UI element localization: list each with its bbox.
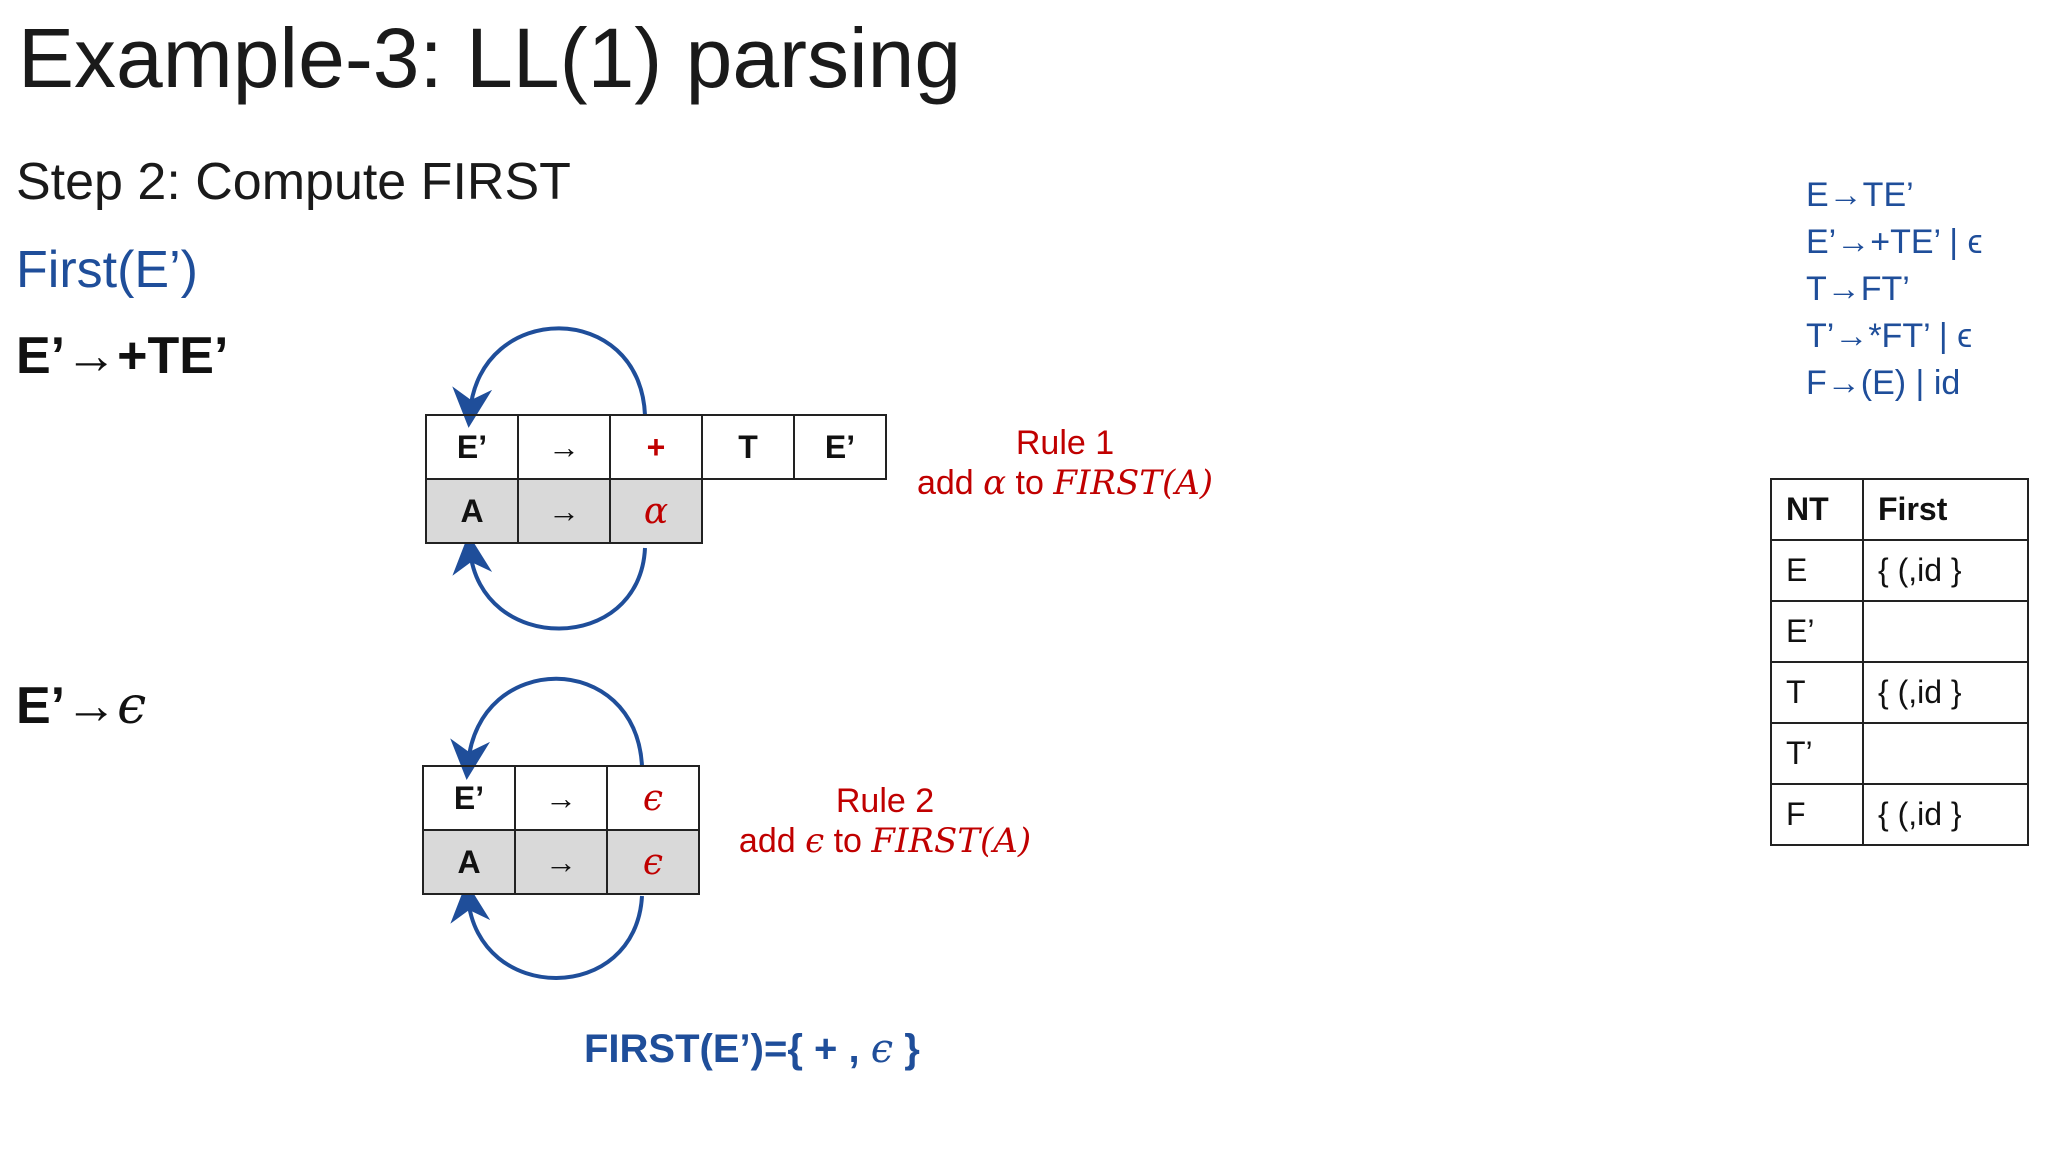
- diagram-1-top-row: E’ → + T E’: [425, 414, 887, 480]
- d2-top-cell-2: →: [514, 765, 608, 831]
- production-1-arrow: →: [65, 327, 118, 385]
- table-row: F { (,id }: [1770, 783, 2029, 846]
- d1-top-cell-2: →: [517, 414, 611, 480]
- d2-top-cell-3: ϵ: [606, 765, 700, 831]
- table-cell-first: { (,id }: [1862, 661, 2029, 724]
- d2-top-cell-1: E’: [422, 765, 516, 831]
- table-cell-first: { (,id }: [1862, 783, 2029, 846]
- rule-1-title: Rule 1: [1015, 424, 1115, 462]
- production-1: E’→+TE’: [16, 326, 228, 386]
- table-row: T’: [1770, 722, 2029, 785]
- production-2-rhs: ϵ: [117, 676, 147, 736]
- production-2-arrow: →: [65, 677, 118, 735]
- table-cell-nt: E’: [1770, 600, 1864, 663]
- table-cell-nt: T: [1770, 661, 1864, 724]
- loop-arrow-1-bottom: [452, 534, 647, 631]
- first-table: NT First E { (,id } E’ T { (,id } T’ F {…: [1770, 478, 2029, 846]
- d2-bottom-cell-1: A: [422, 829, 516, 895]
- rule-2-caption: Rule 2 add ϵ to FIRST(A): [725, 782, 1045, 861]
- table-header-row: NT First: [1770, 478, 2029, 541]
- table-cell-nt: F: [1770, 783, 1864, 846]
- d1-top-cell-3: +: [609, 414, 703, 480]
- first-heading: First(E’): [16, 241, 198, 299]
- grammar-line-4: T’→*FT’ | ϵ: [1806, 317, 1973, 355]
- d1-top-cell-4: T: [701, 414, 795, 480]
- d2-bottom-cell-2: →: [514, 829, 608, 895]
- table-row: E’: [1770, 600, 2029, 663]
- loop-arrow-1-top: [452, 326, 647, 428]
- production-1-lhs: E’: [16, 327, 66, 385]
- table-cell-nt: T’: [1770, 722, 1864, 785]
- d1-top-cell-1: E’: [425, 414, 519, 480]
- d1-bottom-cell-3: α: [609, 478, 703, 544]
- grammar-rules: E→TE’ E’→+TE’ | ϵ T→FT’ T’→*FT’ | ϵ F→(E…: [1806, 172, 1983, 407]
- rule-2-text: add ϵ to FIRST(A): [738, 821, 1032, 861]
- first-result-prefix: FIRST(E’)={ + ,: [584, 1027, 860, 1071]
- diagram-2-bottom-row: A → ϵ: [422, 829, 700, 895]
- table-header-first: First: [1862, 478, 2029, 541]
- slide-title: Example-3: LL(1) parsing: [18, 11, 962, 105]
- table-row: E { (,id }: [1770, 539, 2029, 602]
- first-result-eps: ϵ: [870, 1026, 894, 1072]
- d2-bottom-cell-3: ϵ: [606, 829, 700, 895]
- production-1-rhs: +TE’: [117, 327, 229, 385]
- rule-1-caption: Rule 1 add α to FIRST(A): [905, 424, 1225, 503]
- table-row: T { (,id }: [1770, 661, 2029, 724]
- diagram-2-top-row: E’ → ϵ: [422, 765, 700, 831]
- grammar-line-3: T→FT’: [1806, 270, 1910, 308]
- diagram-1-bottom-row: A → α: [425, 478, 703, 544]
- grammar-line-2: E’→+TE’ | ϵ: [1806, 223, 1983, 261]
- rule-1-text: add α to FIRST(A): [916, 463, 1214, 503]
- grammar-line-1: E→TE’: [1806, 176, 1914, 214]
- production-2: E’→ϵ: [16, 676, 146, 736]
- table-cell-first: [1862, 722, 2029, 785]
- first-result: FIRST(E’)={ + , ϵ }: [584, 1026, 920, 1072]
- first-result-suffix: }: [904, 1027, 920, 1071]
- table-header-nt: NT: [1770, 478, 1864, 541]
- d1-bottom-cell-2: →: [517, 478, 611, 544]
- step-heading: Step 2: Compute FIRST: [16, 153, 571, 211]
- table-cell-nt: E: [1770, 539, 1864, 602]
- grammar-line-5: F→(E) | id: [1806, 364, 1961, 402]
- loop-arrow-2-top: [450, 676, 644, 780]
- table-cell-first: { (,id }: [1862, 539, 2029, 602]
- loop-arrow-2-bottom: [450, 882, 644, 980]
- d1-top-cell-5: E’: [793, 414, 887, 480]
- production-2-lhs: E’: [16, 677, 66, 735]
- table-cell-first: [1862, 600, 2029, 663]
- rule-2-title: Rule 2: [835, 782, 935, 820]
- d1-bottom-cell-1: A: [425, 478, 519, 544]
